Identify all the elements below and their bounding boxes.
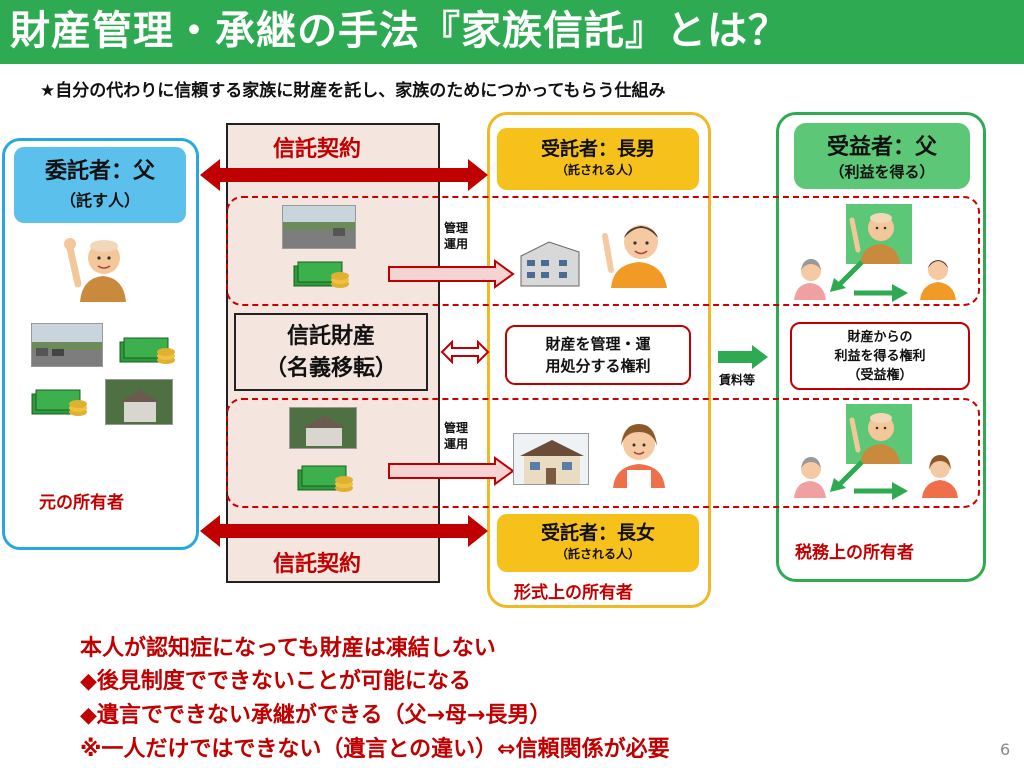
page-subtitle: ★自分の代わりに信頼する家族に財産を託し、家族のためにつかってもらう仕組み xyxy=(40,81,666,101)
trustee-right-line1: 財産を管理・運 xyxy=(545,335,651,353)
trustee-daughter-box: 受託者：長女 （託される人） xyxy=(497,514,699,572)
father-waving-icon xyxy=(60,226,146,302)
trust-property-line1: 信託財産 xyxy=(286,324,375,349)
trustee-son-title: 受託者：長男 xyxy=(540,138,655,160)
note-line-3: ◆遺言でできない承継ができる（父→母→長男） xyxy=(80,703,552,728)
flow-arrow-down-left-1 xyxy=(830,260,864,292)
trust-money-icon-2 xyxy=(296,460,356,498)
beneficiary-box: 受益者：父 （利益を得る） xyxy=(794,123,970,189)
flow-arrow-right-1 xyxy=(854,284,908,302)
page-number: 6 xyxy=(1000,740,1011,759)
son-pointing-icon xyxy=(602,225,667,288)
management-arrow-2 xyxy=(388,456,515,486)
beneficiary-footer: 税務上の所有者 xyxy=(795,543,914,563)
parking-lot-icon xyxy=(32,324,102,366)
management-label-1: 管理 運用 xyxy=(444,220,468,252)
asset-row-house xyxy=(226,398,980,508)
note-line-4: ※一人だけではできない（遺言との違い）⇔信頼関係が必要 xyxy=(80,737,670,762)
father-waving-icon xyxy=(849,413,900,464)
beneficiary-father-illustration-1 xyxy=(846,204,912,264)
management-label-1a: 管理 xyxy=(444,221,469,235)
beneficiary-right-box: 財産からの 利益を得る権利 （受益権） xyxy=(790,322,970,390)
new-house-icon xyxy=(514,434,588,484)
rent-arrow xyxy=(718,345,768,369)
apartment-building-icon xyxy=(515,236,585,290)
page-title: 財産管理・承継の手法『家族信託』とは？ xyxy=(10,8,789,54)
beneficiary-subtitle: （利益を得る） xyxy=(829,163,935,181)
settlor-subtitle: （託す人） xyxy=(59,191,140,210)
title-bar xyxy=(0,0,1024,64)
management-arrow-1 xyxy=(388,259,515,289)
contract-label-top: 信託契約 xyxy=(273,137,362,162)
note-line-1: 本人が認知症になっても財産は凍結しない xyxy=(80,636,496,661)
new-house-photo xyxy=(513,433,589,485)
trustee-right-line2: 用処分する権利 xyxy=(545,357,651,375)
old-house-photo xyxy=(105,379,173,425)
asset-row-land xyxy=(226,196,980,306)
beneficiary-right-line2: 利益を得る権利 xyxy=(834,349,926,364)
old-house-icon xyxy=(106,380,172,424)
money-stack-icon-2 xyxy=(30,384,90,422)
money-stack-icon-1 xyxy=(118,332,178,370)
management-label-2: 管理 運用 xyxy=(444,420,468,452)
note-line-2: ◆後見制度でできないことが可能になる xyxy=(80,669,471,694)
mother-icon-2 xyxy=(790,454,830,498)
settlor-title: 委託者：父 xyxy=(44,159,155,184)
management-label-1b: 運用 xyxy=(444,237,469,251)
settlor-footer: 元の所有者 xyxy=(39,493,124,513)
beneficiary-title: 受益者：父 xyxy=(826,135,937,160)
trustee-daughter-subtitle: （託される人） xyxy=(555,547,640,561)
flow-arrow-down-left-2 xyxy=(830,460,864,492)
settlor-label-box: 委託者：父 （託す人） xyxy=(14,147,186,223)
management-label-2a: 管理 xyxy=(444,421,469,435)
trust-money-icon-1 xyxy=(292,256,352,294)
beneficiary-right-line3: （受益権） xyxy=(847,368,913,383)
flow-arrow-right-2 xyxy=(854,482,908,500)
trust-parking-lot-photo xyxy=(282,205,356,249)
contract-arrow-top xyxy=(200,159,488,191)
daughter-icon xyxy=(613,424,665,488)
parking-lot-photo xyxy=(31,323,103,367)
trustee-footer: 形式上の所有者 xyxy=(514,583,633,603)
daughter-illustration xyxy=(597,414,677,488)
management-label-2b: 運用 xyxy=(444,437,469,451)
trust-property-box: 信託財産 （名義移転） xyxy=(234,313,428,391)
father-illustration xyxy=(60,226,146,302)
son-icon-1 xyxy=(916,252,960,300)
old-house-icon xyxy=(290,408,356,448)
trustee-son-subtitle: （託される人） xyxy=(555,163,640,177)
rent-label: 賃料等 xyxy=(719,373,756,387)
parking-lot-icon xyxy=(283,206,355,248)
mother-icon-1 xyxy=(790,256,830,300)
double-arrow-icon xyxy=(440,340,490,364)
trustee-son-box: 受託者：長男 （託される人） xyxy=(497,128,699,190)
daughter-icon-2 xyxy=(918,450,962,498)
trustee-right-box: 財産を管理・運 用処分する権利 xyxy=(505,325,691,385)
contract-label-bottom: 信託契約 xyxy=(273,552,362,577)
beneficiary-father-illustration-2 xyxy=(846,404,912,464)
contract-arrow-bottom xyxy=(200,515,488,547)
trust-property-line2: （名義移転） xyxy=(264,356,397,381)
father-waving-icon xyxy=(849,213,900,264)
trustee-daughter-title: 受託者：長女 xyxy=(540,522,655,544)
son-illustration xyxy=(597,210,677,288)
beneficiary-right-line1: 財産からの xyxy=(847,330,913,345)
trust-house-photo xyxy=(289,407,357,449)
